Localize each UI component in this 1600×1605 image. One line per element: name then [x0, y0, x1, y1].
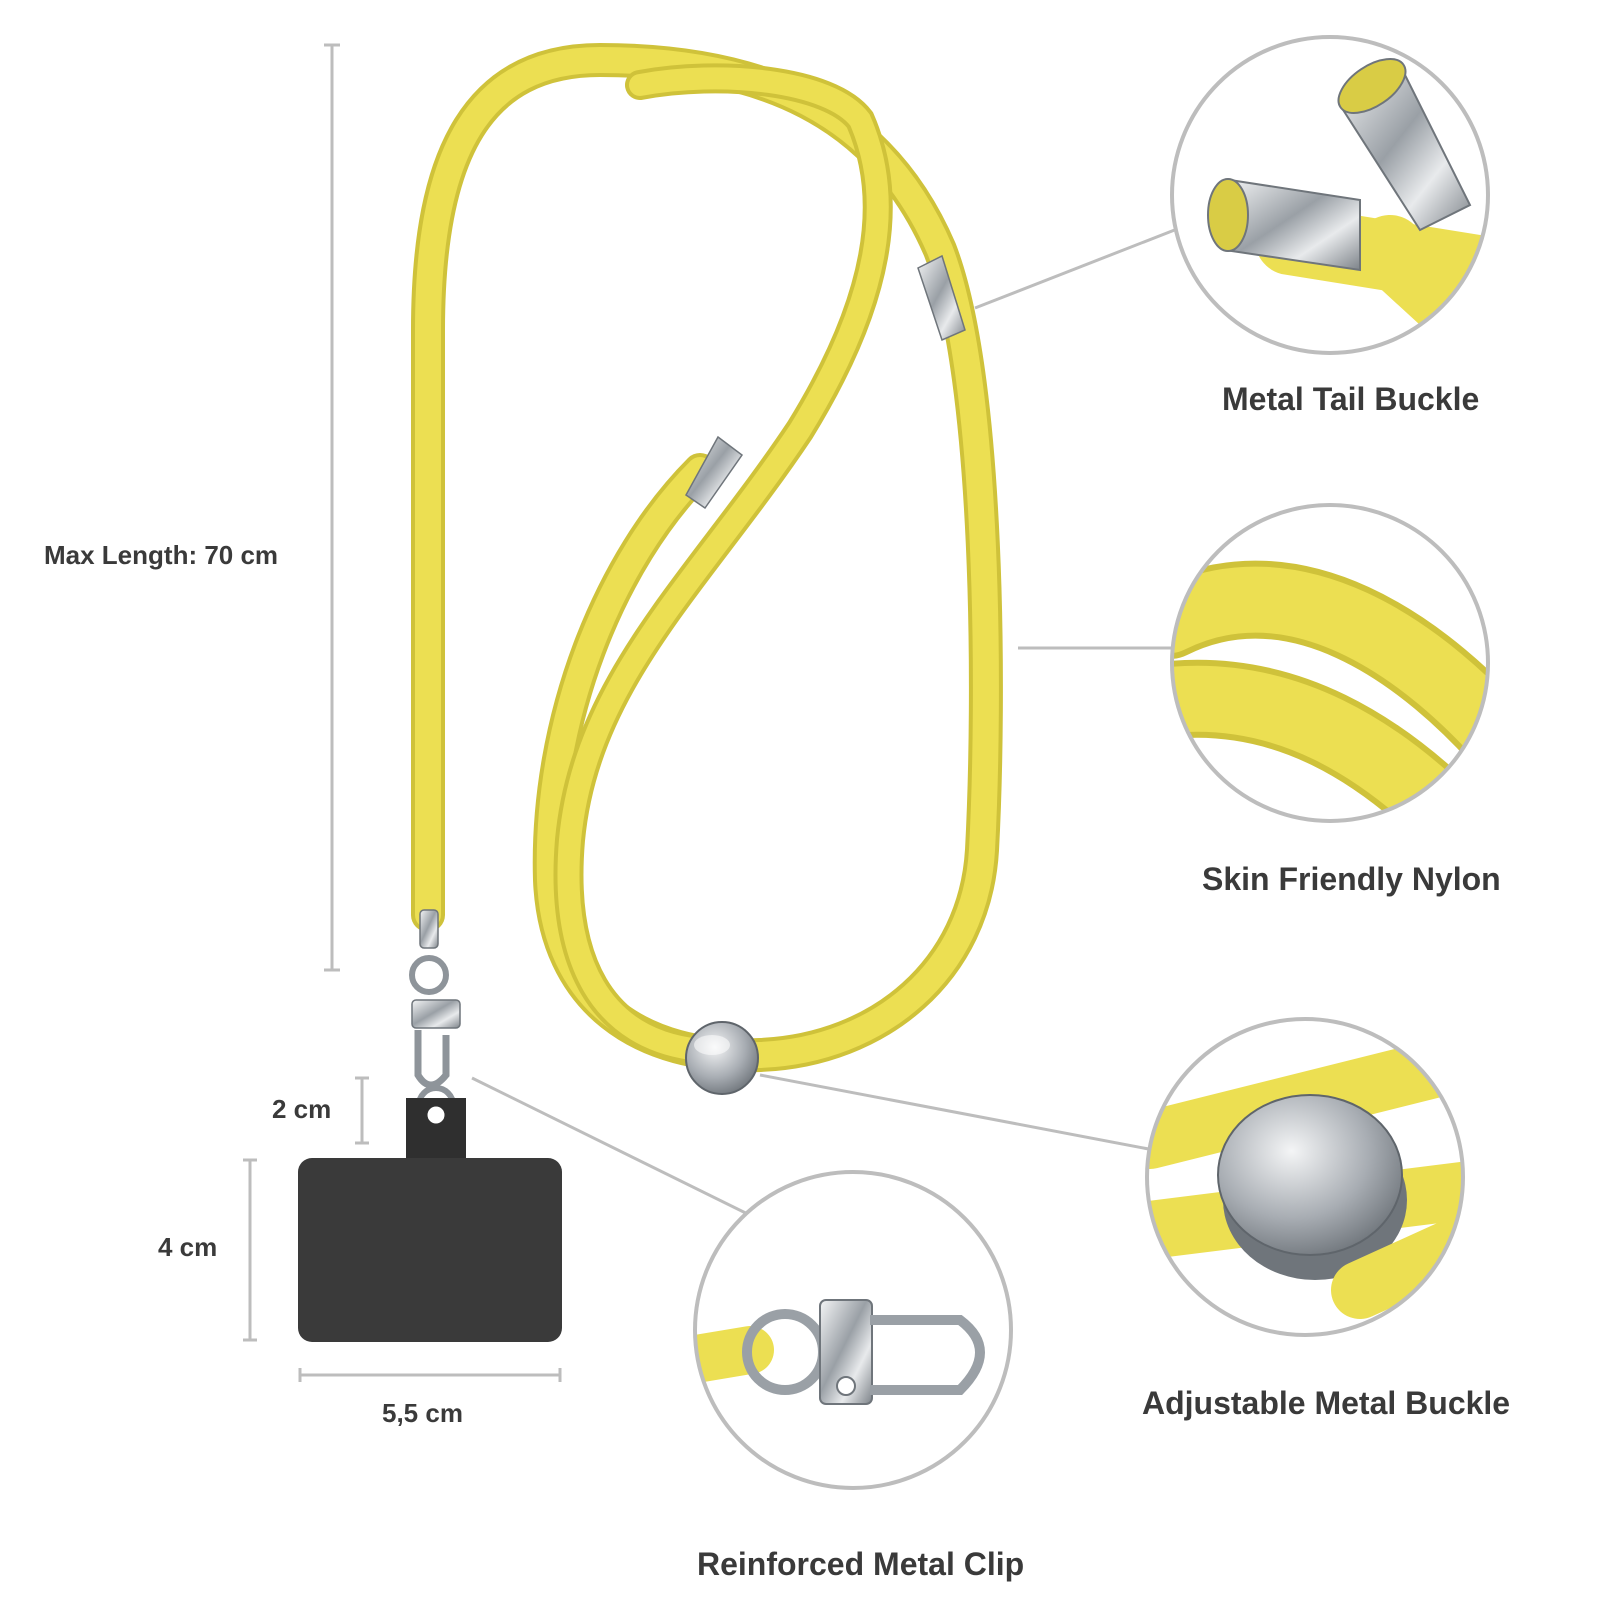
metal-tail-buckle-label: Metal Tail Buckle: [1222, 381, 1480, 417]
reinforced-metal-clip-label: Reinforced Metal Clip: [697, 1546, 1025, 1582]
phone-tab-icon: [298, 1098, 562, 1342]
max-length-dimension-line: [324, 43, 340, 972]
metal-tail-cap-upper: [917, 254, 966, 342]
metal-clip-hardware: [409, 909, 461, 1125]
tab-height-label: 4 cm: [158, 1232, 218, 1262]
lanyard-icon: [411, 42, 1003, 1073]
tab-dimension-lines: [243, 1076, 562, 1382]
adjustable-buckle-knob: [685, 1021, 759, 1095]
metal-tail-buckle-icon: [1170, 35, 1490, 355]
adjustable-buckle-icon: [1145, 1017, 1465, 1337]
metal-tail-cap-lower: [685, 435, 744, 510]
max-length-label: Max Length: 70 cm: [44, 540, 279, 570]
nylon-cord-icon: [1170, 503, 1490, 823]
metal-clip-icon: [693, 1170, 1013, 1490]
feature-leader-lines: [471, 220, 1196, 1230]
tab-neck-height-label: 2 cm: [272, 1094, 332, 1124]
skin-friendly-nylon-label: Skin Friendly Nylon: [1202, 861, 1501, 897]
adjustable-metal-buckle-label: Adjustable Metal Buckle: [1142, 1385, 1511, 1421]
tab-width-label: 5,5 cm: [382, 1398, 463, 1428]
